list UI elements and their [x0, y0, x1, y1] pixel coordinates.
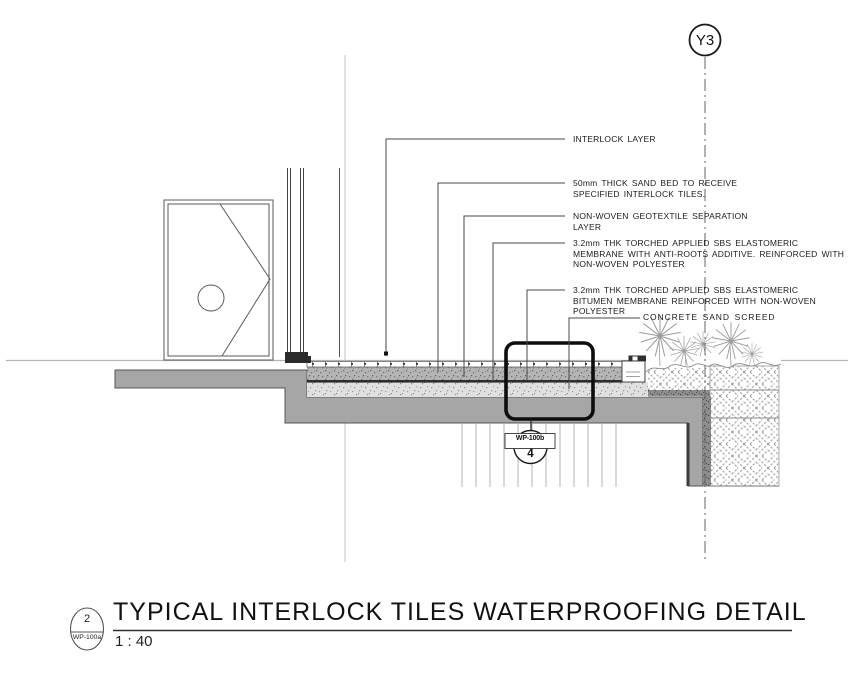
soffit-hatch-lines: [461, 424, 617, 487]
grid-bubble: [688, 23, 722, 57]
title-block-detail-number: 2: [83, 613, 91, 625]
threshold-step: [303, 356, 311, 363]
leader-geotextile: [463, 215, 565, 377]
wall-membrane-horizontal: [648, 390, 710, 396]
detail-callout-reference: WP-100b: [515, 435, 545, 442]
detail-callout-number: 4: [527, 448, 534, 460]
door-swing-lines: [219, 203, 271, 357]
leader-tip-square: [384, 351, 388, 356]
title-block-bubble: [69, 607, 105, 651]
membrane-layer: [307, 380, 622, 383]
leader-membrane-antiroot: [492, 242, 565, 381]
door-elevation: [163, 199, 274, 361]
leader-interlock: [385, 138, 565, 356]
drawing-scale: 1 : 40: [115, 633, 153, 650]
planting: [638, 314, 764, 367]
annotation-sand-bed: 50mm THICK SAND BED TO RECEIVE SPECIFIED…: [573, 178, 738, 199]
detail-zoom-box: [504, 341, 595, 421]
leader-lines: [385, 138, 640, 389]
leader-sand-bed: [437, 182, 565, 372]
annotation-concrete-screed: CONCRETE SAND SCREED: [643, 312, 776, 322]
wall-inner-face-line: [686, 423, 690, 486]
grid-bubble-label: Y3: [695, 32, 715, 49]
soil-hatch: [645, 352, 782, 487]
annotation-interlock-layer: INTERLOCK LAYER: [573, 134, 656, 144]
leader-screed: [568, 317, 640, 389]
annotation-membrane-bitumen: 3.2mm THK TORCHED APPLIED SBS ELASTOMERI…: [573, 285, 816, 316]
wall-membrane-vertical: [703, 396, 711, 486]
annotation-membrane-antiroot: 3.2mm THK TORCHED APPLIED SBS ELASTOMERI…: [573, 238, 845, 269]
drawing-title: TYPICAL INTERLOCK TILES WATERPROOFING DE…: [113, 598, 807, 626]
annotation-geotextile: NON-WOVEN GEOTEXTILE SEPARATION LAYER: [573, 211, 748, 232]
wall-section: [287, 168, 340, 357]
screed-layer: [307, 382, 648, 397]
leader-membrane-bitumen: [526, 289, 565, 380]
title-block-sheet-reference: WP-100a: [72, 634, 102, 641]
threshold: [285, 352, 308, 363]
door-handle: [197, 284, 225, 312]
detail-callout-bubble: [504, 419, 556, 465]
edge-drain: [621, 355, 648, 383]
